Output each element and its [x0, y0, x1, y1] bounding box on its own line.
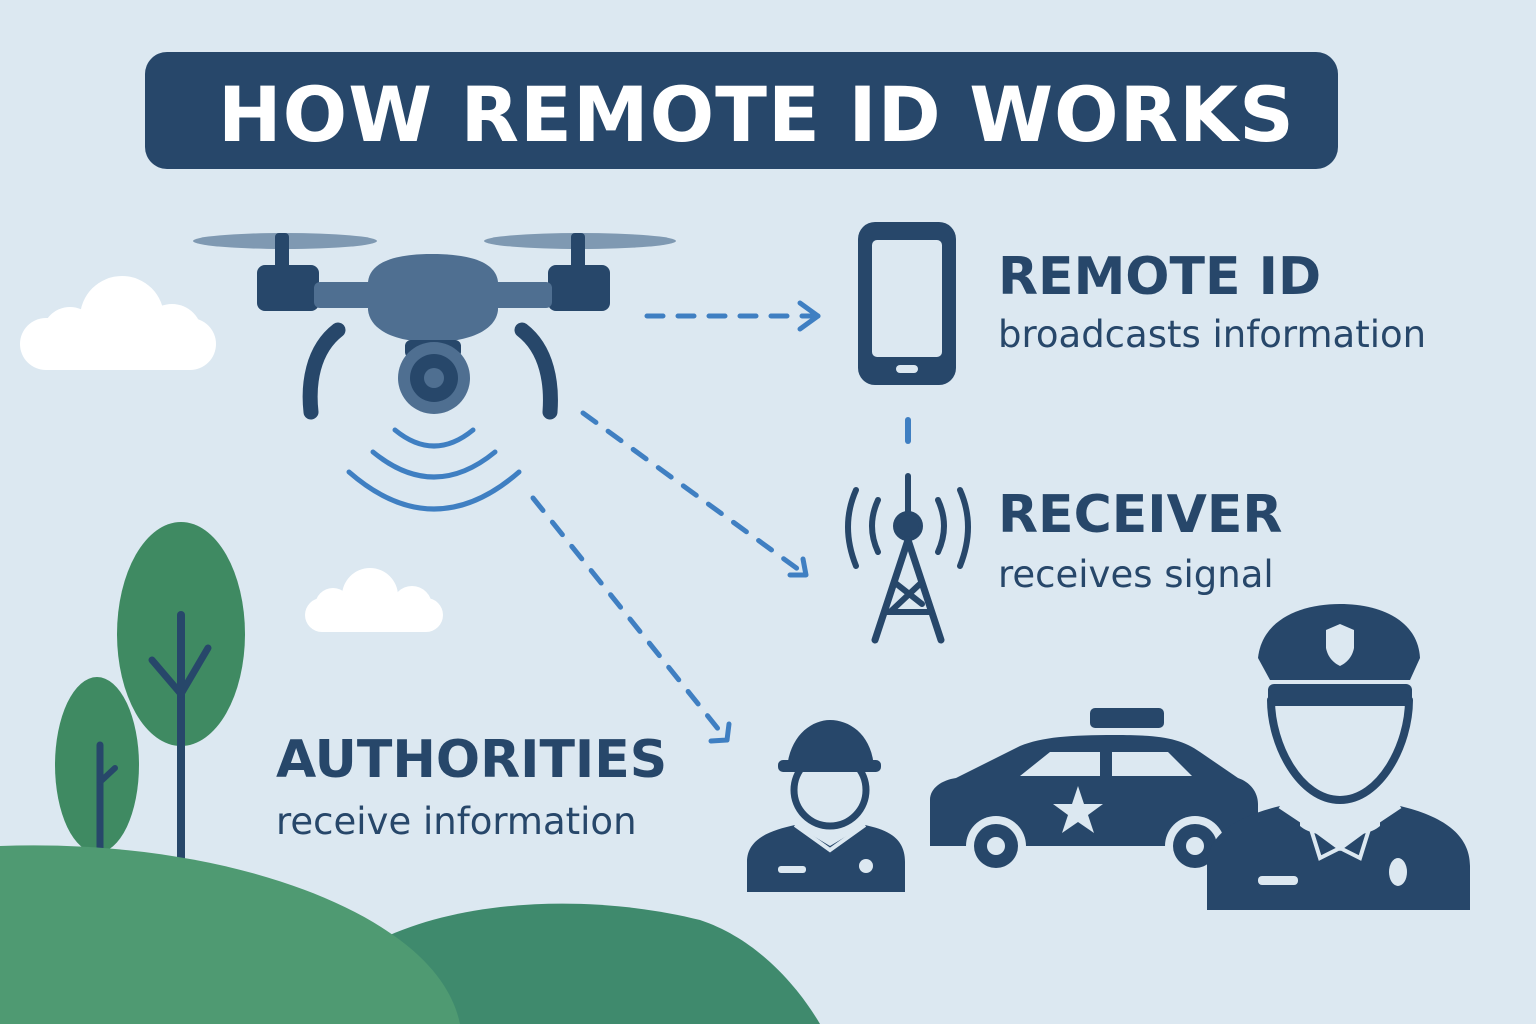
remote-id-heading: REMOTE ID — [998, 247, 1322, 307]
hills — [0, 845, 820, 1024]
page-title: HOW REMOTE ID WORKS — [218, 70, 1295, 159]
authorities-description: receive information — [276, 800, 637, 843]
cloud-icon — [20, 276, 216, 370]
antenna-tower-icon — [845, 473, 971, 644]
police-car-icon — [930, 708, 1258, 876]
arrow-to-remote-id — [644, 300, 821, 332]
title-banner — [145, 52, 1338, 169]
signal-waves — [346, 427, 522, 512]
police-officer-icon — [1207, 604, 1470, 910]
receiver-heading: RECEIVER — [998, 485, 1283, 545]
tree-icon — [117, 522, 245, 869]
drone-icon — [193, 233, 676, 420]
cloud-icon — [305, 568, 443, 632]
officer-icon — [747, 720, 905, 892]
receiver-description: receives signal — [998, 553, 1274, 596]
remote-id-description: broadcasts information — [998, 313, 1427, 356]
phone-icon — [858, 222, 956, 385]
authorities-heading: AUTHORITIES — [276, 730, 668, 790]
tree-icon — [55, 677, 139, 859]
arrow-to-receiver — [580, 410, 809, 578]
arrow-to-authorities — [530, 495, 732, 744]
